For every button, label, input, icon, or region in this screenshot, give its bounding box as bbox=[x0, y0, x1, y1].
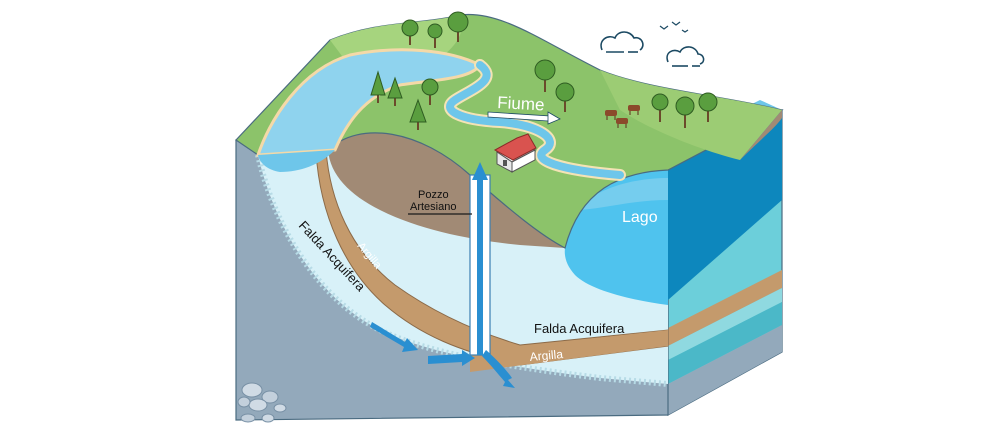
river-label: Fiume bbox=[497, 93, 545, 114]
cloud-icon bbox=[600, 31, 644, 53]
rocks bbox=[237, 382, 287, 423]
tree-icon bbox=[651, 93, 669, 122]
well-label-line2: Artesiano bbox=[410, 201, 456, 213]
cow-icon bbox=[616, 118, 628, 128]
up-arrow-icon bbox=[472, 162, 488, 180]
tree-icon bbox=[427, 23, 443, 48]
tree-icon bbox=[447, 11, 469, 42]
clouds bbox=[600, 21, 705, 67]
cows bbox=[605, 105, 640, 128]
flow-arrow-icon bbox=[370, 322, 418, 352]
tree-icon bbox=[401, 19, 419, 45]
cow-icon bbox=[628, 105, 640, 115]
tree-icon bbox=[555, 82, 575, 112]
trees bbox=[370, 11, 718, 130]
lake-label: Lago bbox=[622, 209, 658, 226]
house-icon bbox=[493, 133, 537, 173]
pine-tree-icon bbox=[370, 70, 386, 103]
tree-icon bbox=[698, 92, 718, 122]
soil-layer bbox=[328, 132, 565, 248]
clay-label-lower: Argilla bbox=[529, 347, 564, 364]
tree-icon bbox=[421, 78, 439, 105]
upstream-pond bbox=[255, 48, 483, 157]
cow-icon bbox=[605, 110, 617, 120]
well-label-line1: Pozzo bbox=[418, 189, 449, 201]
bird-icon bbox=[659, 21, 689, 33]
artesian-well bbox=[469, 162, 491, 356]
aquifer-label-bottom: Falda Acquifera bbox=[534, 321, 625, 336]
pine-tree-icon bbox=[387, 76, 403, 106]
tree-icon bbox=[534, 59, 556, 92]
pine-tree-icon bbox=[409, 98, 427, 130]
flow-arrow-icon bbox=[428, 350, 475, 366]
tree-icon bbox=[675, 96, 695, 128]
cloud-icon bbox=[666, 46, 705, 67]
flow-arrow-icon bbox=[482, 350, 515, 388]
river-arrow-icon bbox=[487, 111, 561, 125]
flow-arrows bbox=[370, 322, 515, 388]
